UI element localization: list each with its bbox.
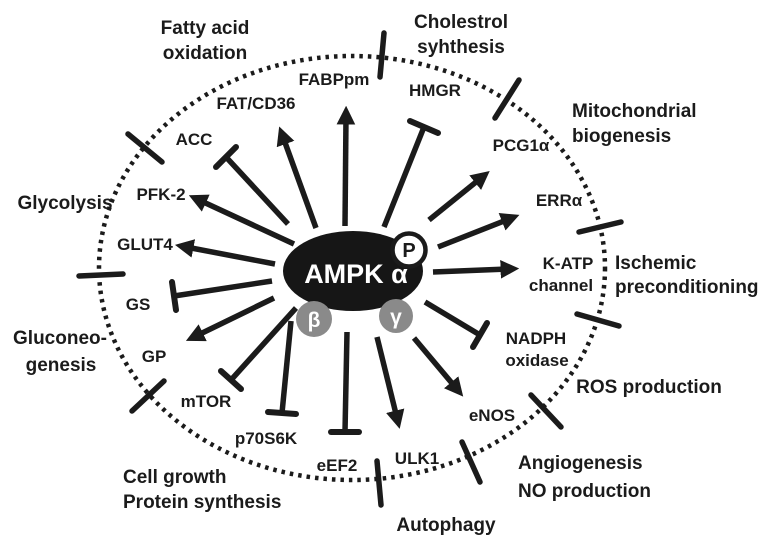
process-label-cholesterol-line1: Cholestrol — [414, 12, 508, 33]
sector-divider-tick — [76, 271, 126, 279]
process-label-cell-growth-line1: Cell growth — [123, 467, 226, 488]
sector-divider-tick — [459, 439, 483, 485]
target-label-fatcd36: FAT/CD36 — [216, 94, 295, 113]
activation-arrow-glut4 — [174, 239, 276, 267]
inhibition-bar-gs — [169, 278, 273, 313]
outer-dotted-boundary — [96, 53, 608, 483]
gamma-subunit-label: γ — [390, 306, 402, 329]
process-label-gluconeogenesis-line2: genesis — [26, 355, 97, 376]
activation-arrows — [174, 105, 520, 429]
inhibition-bar-nadph — [423, 299, 490, 350]
beta-subunit-circle — [296, 301, 332, 337]
target-label-glut4: GLUT4 — [117, 235, 173, 254]
target-label-katp-line2: channel — [529, 276, 593, 295]
process-label-ros: ROS production — [576, 377, 722, 398]
inhibition-bars — [169, 118, 490, 435]
sector-divider-tick — [574, 311, 622, 329]
target-label-p70s6k: p70S6K — [235, 429, 298, 448]
phospho-label: P — [402, 240, 415, 262]
target-label-eef2: eEF2 — [317, 456, 358, 475]
process-label-ischemic-line2: preconditioning — [615, 277, 759, 298]
process-label-cell-growth-line2: Protein synthesis — [123, 492, 281, 513]
sector-divider-tick — [129, 378, 167, 414]
inhibition-bar-acc — [213, 144, 291, 226]
ampk-body-ellipse — [283, 231, 423, 311]
sector-divider-tick — [576, 219, 624, 235]
process-label-mitochondrial-line1: Mitochondrial — [572, 101, 697, 122]
process-label-fatty-acid-line2: oxidation — [163, 43, 247, 64]
target-label-nadph-line2: oxidase — [505, 351, 568, 370]
target-label-mtor: mTOR — [181, 392, 232, 411]
target-label-acc: ACC — [176, 130, 213, 149]
gamma-subunit-circle — [379, 299, 413, 333]
activation-arrow-enos — [411, 336, 464, 397]
inhibition-bar-mtor — [218, 306, 299, 392]
process-label-fatty-acid-line1: Fatty acid — [161, 18, 250, 39]
activation-arrow-pcg1a — [427, 170, 490, 223]
target-label-fabppm: FABPpm — [299, 70, 370, 89]
ampk-complex: AMPK α P β γ — [283, 231, 428, 337]
activation-arrow-ulk1 — [374, 336, 405, 429]
process-label-autophagy: Autophagy — [396, 515, 496, 536]
process-label-glycolysis: Glycolysis — [17, 193, 112, 214]
sector-divider-tick — [528, 392, 564, 430]
sector-divider-tick — [125, 131, 165, 165]
target-label-gp: GP — [142, 347, 167, 366]
activation-arrow-erra — [436, 213, 520, 250]
activation-arrow-katp — [432, 259, 520, 279]
target-labels: FABPpm FAT/CD36 ACC PFK-2 GLUT4 GS GP mT… — [117, 70, 593, 475]
activation-arrow-fatcd36 — [276, 126, 319, 229]
target-label-nadph-line1: NADPH — [506, 329, 566, 348]
process-label-angiogenesis-line2: NO production — [518, 481, 651, 502]
target-label-gs: GS — [126, 295, 151, 314]
process-label-mitochondrial-line2: biogenesis — [572, 126, 671, 147]
target-label-katp-line1: K-ATP — [543, 254, 594, 273]
inhibition-bar-hmgr — [381, 118, 441, 229]
activation-arrow-pfk2 — [188, 194, 296, 247]
beta-subunit-label: β — [308, 309, 321, 332]
process-label-angiogenesis-line1: Angiogenesis — [518, 453, 643, 474]
sector-divider-tick — [374, 458, 384, 508]
ampk-complex-label: AMPK α — [304, 259, 408, 289]
phospho-circle — [390, 231, 428, 269]
target-label-erra: ERRα — [536, 191, 583, 210]
sector-dividers — [76, 30, 624, 508]
activation-arrow-gp — [185, 295, 276, 342]
target-label-hmgr: HMGR — [409, 81, 461, 100]
inhibition-bar-eef2 — [328, 331, 362, 435]
inhibition-bar-p70s6k — [265, 320, 299, 417]
target-label-pcg1a: PCG1α — [493, 136, 550, 155]
process-label-gluconeogenesis-line1: Gluconeo- — [13, 328, 107, 349]
activation-arrow-fabppm — [336, 105, 356, 227]
process-label-cholesterol-line2: syhthesis — [417, 37, 505, 58]
sector-divider-tick — [492, 77, 522, 121]
sector-divider-tick — [377, 30, 387, 80]
target-label-enos: eNOS — [469, 406, 515, 425]
process-labels: Fatty acid oxidation Cholestrol syhthesi… — [13, 12, 759, 536]
target-label-pfk2: PFK-2 — [136, 185, 185, 204]
target-label-ulk1: ULK1 — [395, 449, 439, 468]
process-label-ischemic-line1: Ischemic — [615, 253, 697, 274]
